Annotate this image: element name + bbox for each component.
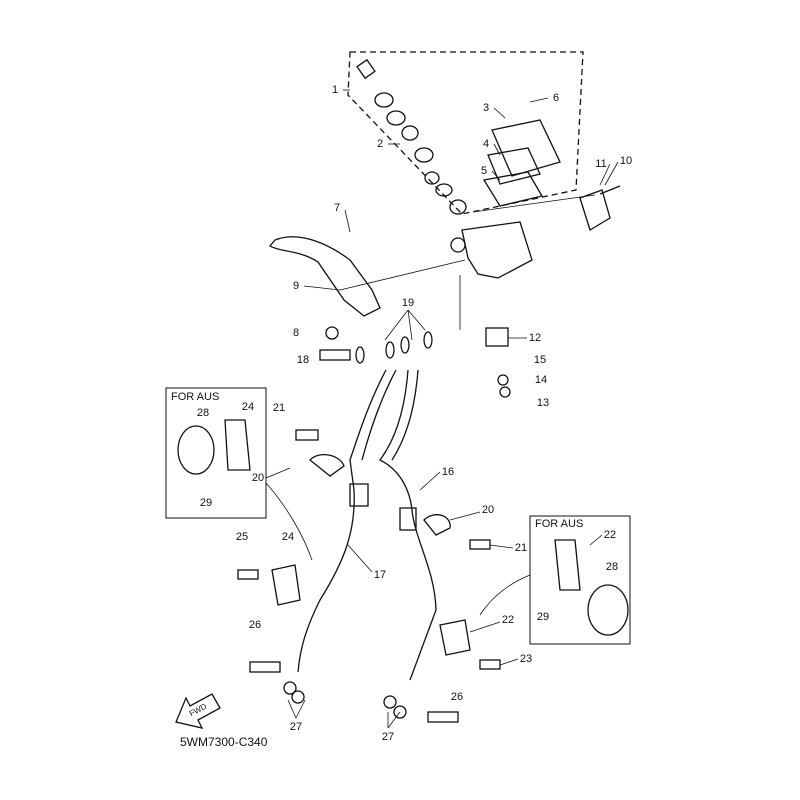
reservoir-cap [491,119,561,177]
callout: 4 [482,138,490,150]
callout: 22 [603,529,617,541]
reflector-left [177,425,215,475]
callout: 7 [333,202,341,214]
callout: 27 [381,731,395,743]
callout: 3 [482,102,490,114]
brake-lever [269,236,381,317]
drawing-code: 5WM7300-C340 [180,735,268,749]
callout: 14 [534,374,548,386]
callout: 27 [289,721,303,733]
callout: 10 [619,155,633,167]
callout: 29 [536,611,550,623]
inset-title-right: FOR AUS [535,518,584,530]
diaphragm [482,171,544,207]
callout: 5 [480,165,488,177]
callout: 17 [373,569,387,581]
callout: 9 [292,280,300,292]
callout: 2 [376,138,384,150]
callout: 24 [281,531,295,543]
callout: 26 [450,691,464,703]
callout: 22 [501,614,515,626]
callout: 20 [481,504,495,516]
cap-plate [487,147,541,185]
callout: 13 [536,397,550,409]
callout: 15 [533,354,547,366]
inset-box-right [529,515,631,645]
brake-hoses [297,369,437,681]
callout: 25 [235,531,249,543]
leader-lines [265,89,619,729]
piston-parts [356,58,467,215]
callout: 26 [248,619,262,631]
callout: 23 [519,653,533,665]
callout: 11 [595,158,607,170]
brake-switch [485,327,509,347]
handlebar-clamp [579,189,611,231]
callout: 21 [272,402,286,414]
callout: 20 [251,472,265,484]
callout: 28 [605,561,619,573]
callout: 16 [441,466,455,478]
callout: 28 [196,407,210,419]
fwd-arrow-icon [175,693,221,729]
inset-box-left [165,387,267,519]
fasteners [237,326,511,723]
callout: 6 [552,92,560,104]
inset-title-left: FOR AUS [171,391,220,403]
callout: 1 [331,84,339,96]
callout: 29 [199,497,213,509]
callout: 21 [514,542,528,554]
master-cylinder-body [461,221,533,279]
kit-dashed-outline [347,51,584,215]
callout: 18 [296,354,310,366]
callout: 12 [528,332,542,344]
callout: 24 [241,401,255,413]
reflector-right [587,584,629,636]
callout: 19 [401,297,415,309]
callout: 8 [292,327,300,339]
